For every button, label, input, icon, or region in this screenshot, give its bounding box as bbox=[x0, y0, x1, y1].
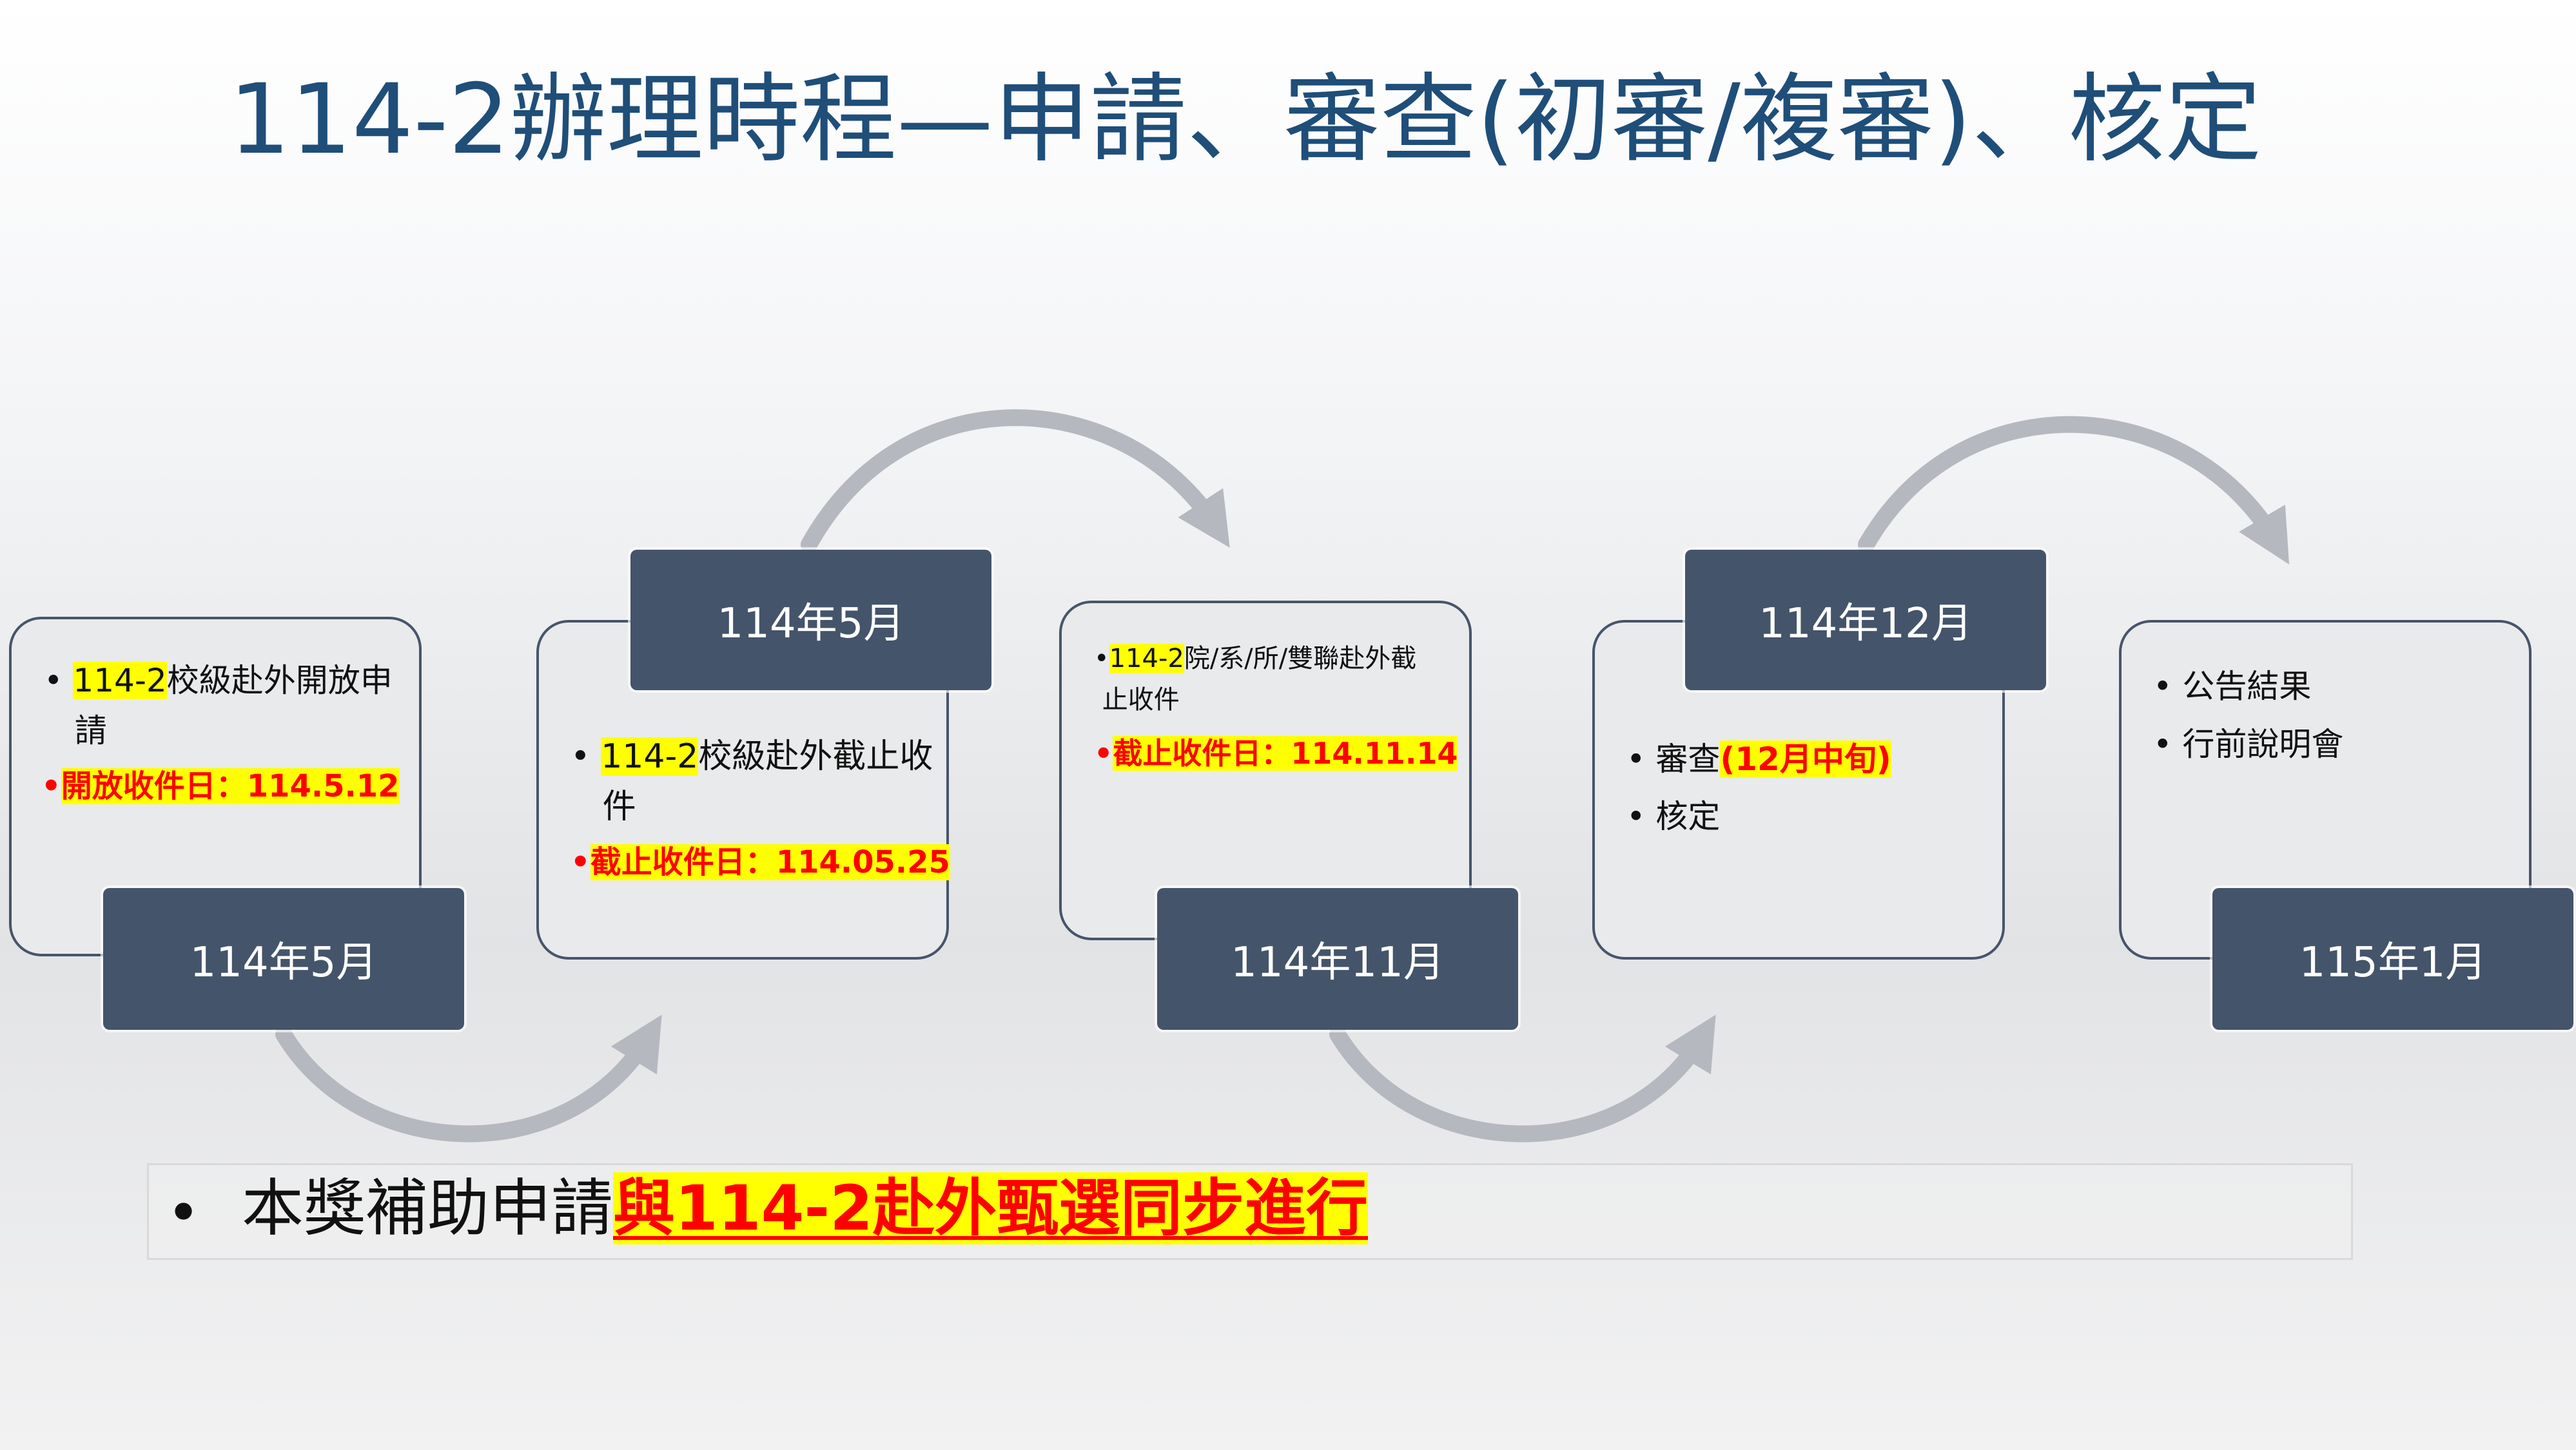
step-1-date: 114年5月 bbox=[103, 888, 464, 1030]
step-5-item-briefing: • 行前說明會 bbox=[2153, 726, 2344, 763]
footer-highlight: 與114-2赴外甄選同步進行 bbox=[613, 1172, 1369, 1244]
arrow-3-to-4 bbox=[1329, 1014, 1716, 1143]
arrow-2-to-3 bbox=[801, 409, 1230, 553]
arrow-4-to-5 bbox=[1858, 416, 2290, 565]
step-1-open-date: •開放收件日：114.5.12 bbox=[41, 768, 400, 804]
step-2-close-date: •截止收件日：114.05.25 bbox=[571, 844, 950, 880]
footer-bullet: • bbox=[166, 1179, 201, 1247]
step-2-date: 114年5月 bbox=[630, 550, 991, 690]
step-4-item-review: • 審查(12月中旬) bbox=[1626, 740, 1891, 778]
step-5-date: 115年1月 bbox=[2212, 888, 2573, 1030]
step-3-date: 114年11月 bbox=[1157, 888, 1518, 1030]
arrow-1-to-2 bbox=[275, 1014, 662, 1143]
step-4-date: 114年12月 bbox=[1685, 550, 2046, 690]
footer-note: 本獎補助申請與114-2赴外甄選同步進行 bbox=[242, 1172, 1369, 1244]
step-3-close-date: •截止收件日：114.11.14 bbox=[1094, 736, 1458, 771]
step-1-item: • 114-2校級赴外開放申 請 bbox=[44, 662, 393, 749]
step-4-item-approve: • 核定 bbox=[1626, 798, 1721, 835]
step-3-item: •114-2院/系/所/雙聯赴外截 止收件 bbox=[1094, 644, 1417, 715]
step-2-item: • 114-2校級赴外截止收 件 bbox=[571, 737, 933, 826]
slide-title: 114-2辦理時程—申請、審查(初審/複審)、核定 bbox=[229, 64, 2262, 176]
step-5-item-announce: • 公告結果 bbox=[2153, 668, 2312, 705]
